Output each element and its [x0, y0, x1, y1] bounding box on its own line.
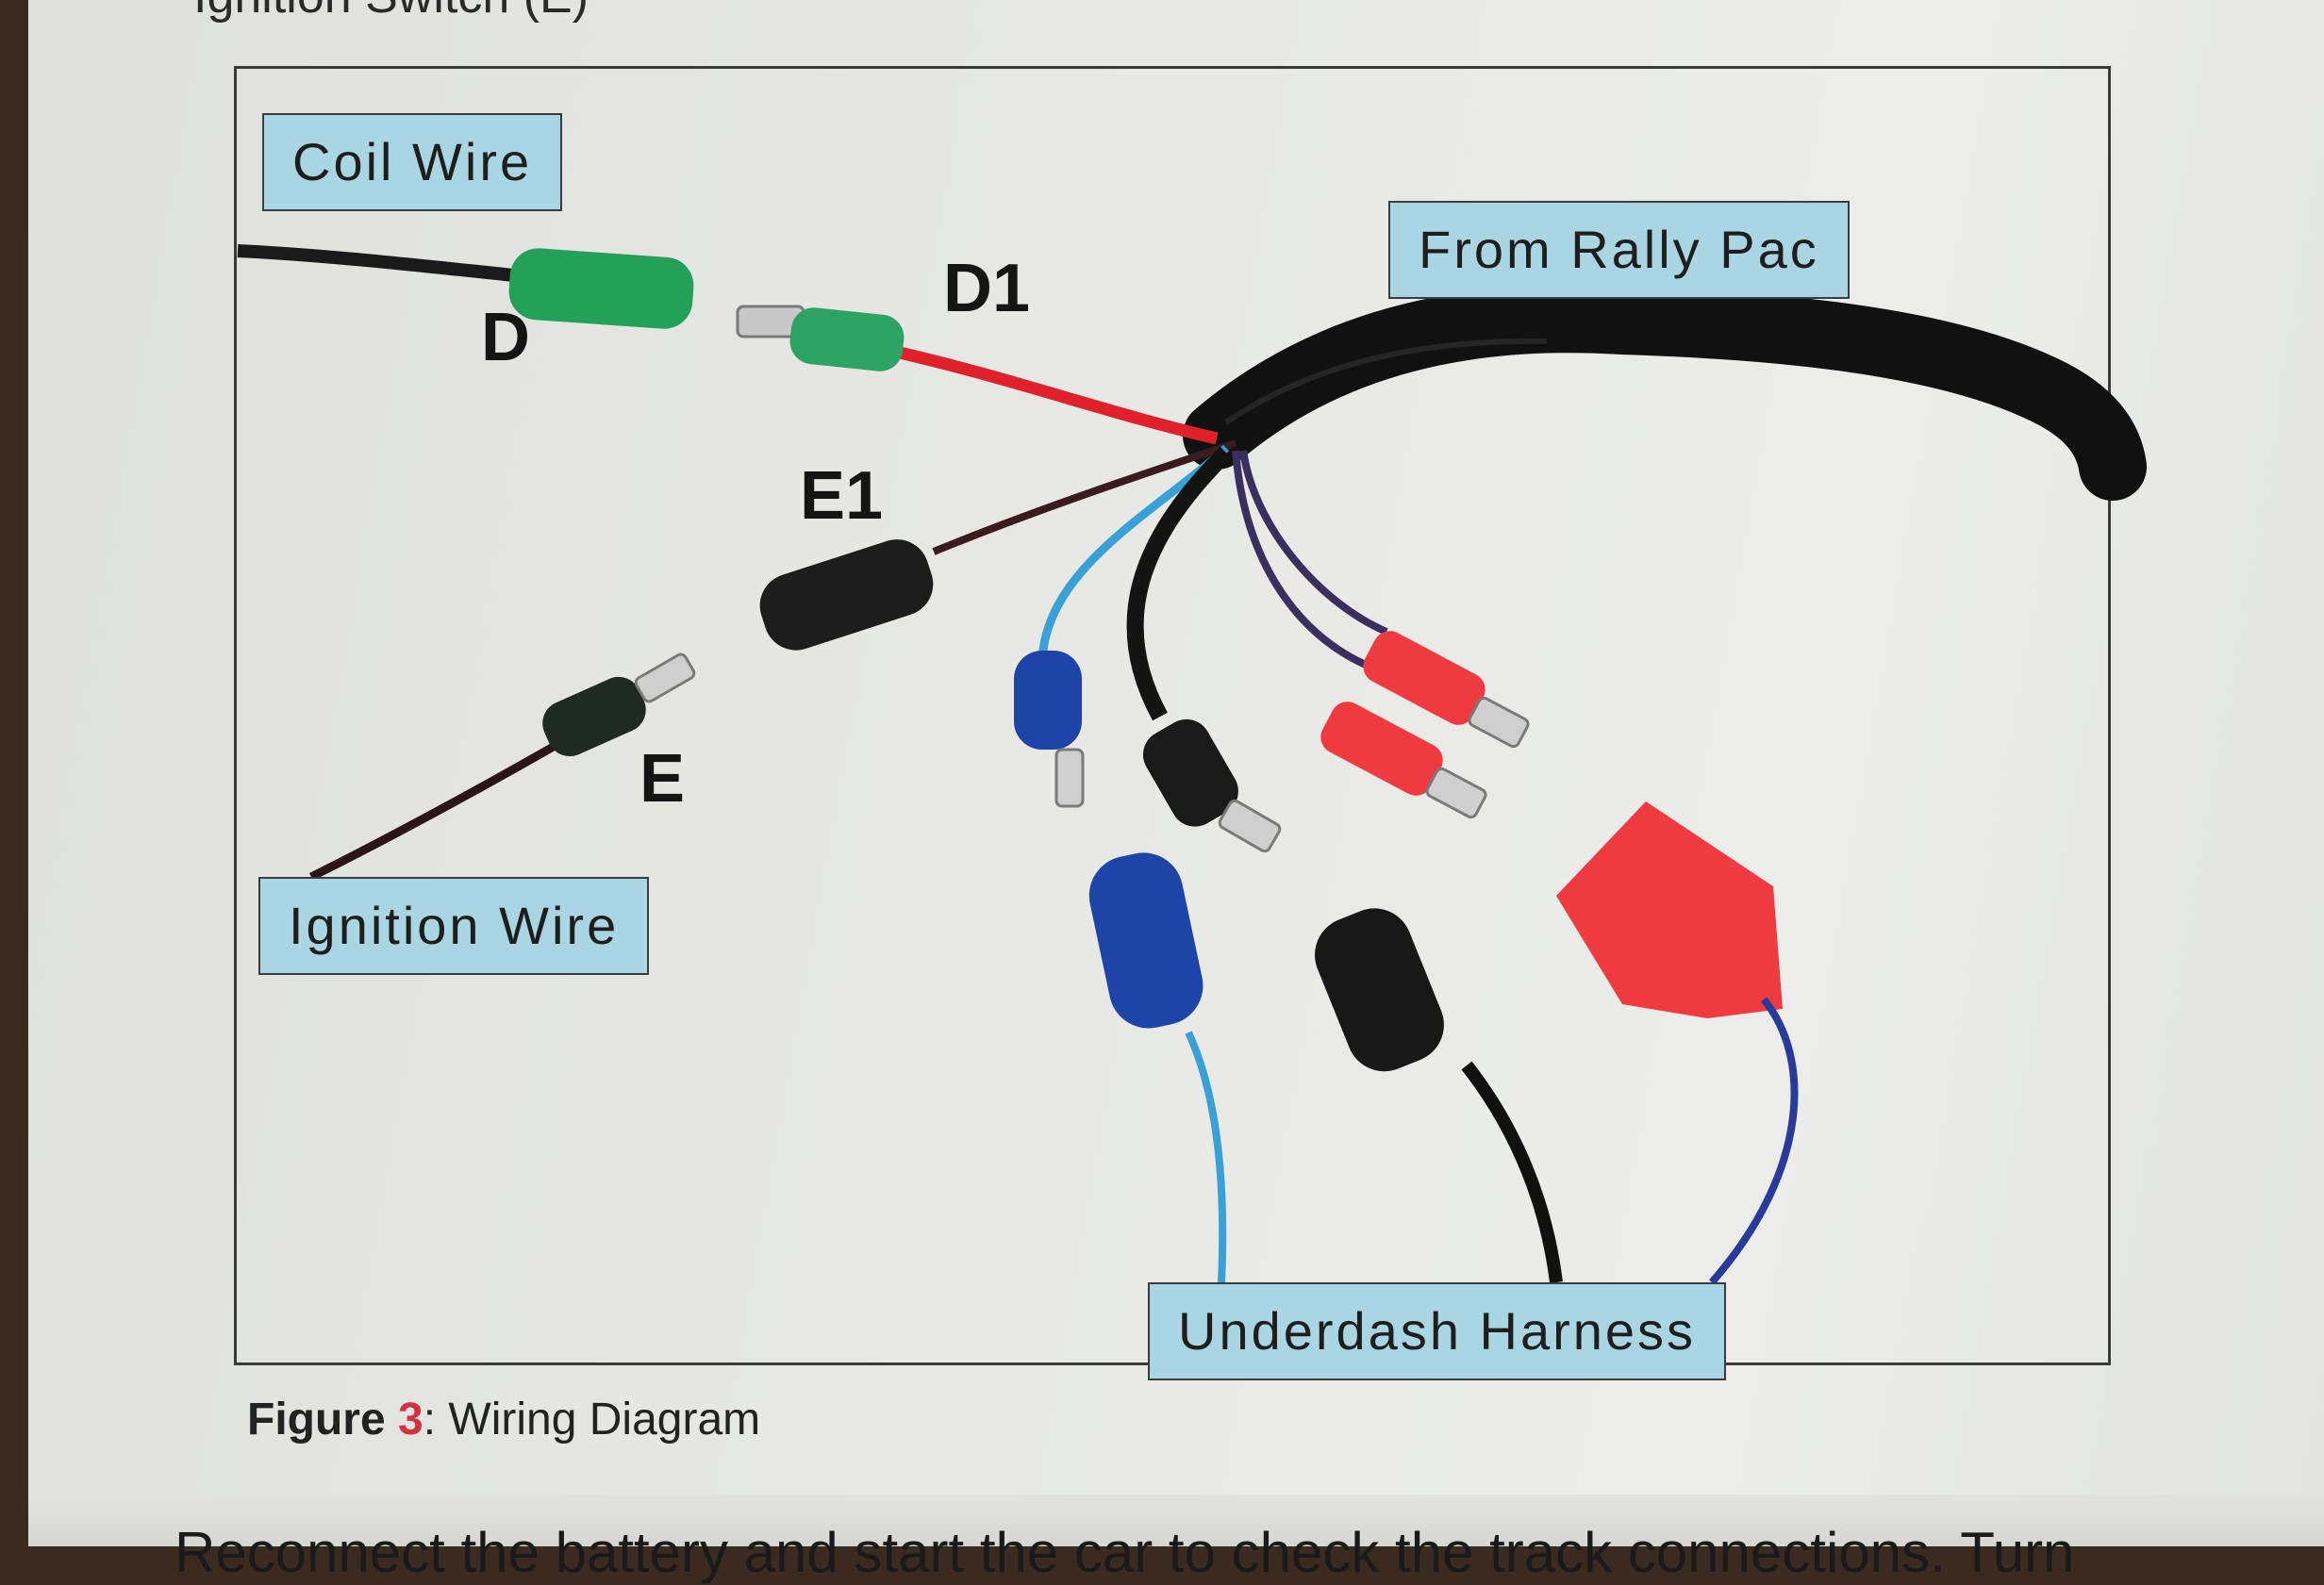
- underdash-harness-label: Underdash Harness: [1148, 1282, 1727, 1380]
- ignition-wire-label: Ignition Wire: [258, 877, 650, 975]
- connector-e-label: E: [639, 741, 686, 817]
- figure-caption: Figure 3: Wiring Diagram: [247, 1394, 760, 1445]
- coil-connector-icon: [237, 244, 694, 329]
- from-rally-pac-label: From Rally Pac: [1388, 201, 1850, 299]
- connector-e1-label: E1: [800, 458, 884, 534]
- coil-wire-label: Coil Wire: [262, 113, 563, 211]
- caption-suffix: : Wiring Diagram: [423, 1395, 761, 1445]
- cut-off-body-text: Reconnect the battery and start the car …: [174, 1521, 2075, 1584]
- sheet-fold: [28, 1494, 2324, 1546]
- harness-cable-icon: [1183, 285, 2147, 501]
- connector-d1-label: D1: [943, 251, 1031, 326]
- caption-prefix: Figure: [247, 1395, 399, 1445]
- caption-number: 3: [398, 1395, 423, 1445]
- connector-d-label: D: [481, 300, 530, 375]
- wiring-photo: [237, 244, 2147, 1285]
- cut-off-heading: Ignition Switch (E): [193, 0, 589, 25]
